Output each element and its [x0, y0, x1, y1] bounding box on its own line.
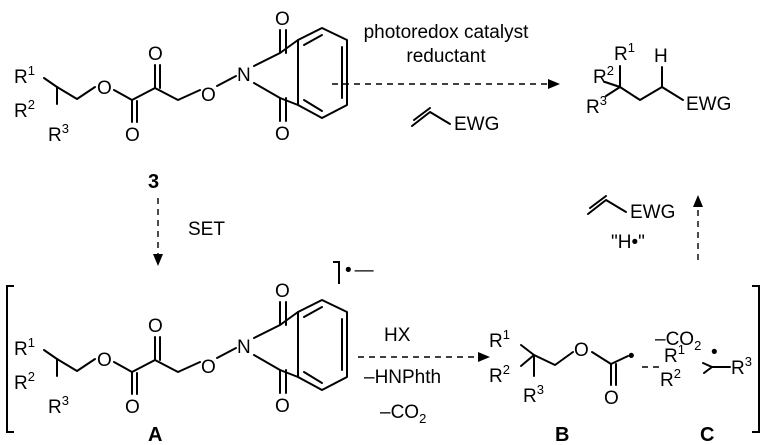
c3-r2: R2: [14, 97, 35, 122]
intermediate-a: R1 R2 R3 O O O O N O O •— A: [14, 260, 374, 445]
b-ester-oxygen: O: [574, 340, 589, 361]
c3-ester-oxygen: O: [97, 78, 112, 99]
compound-3: R1 R2 R3 O O O O N O O 3: [14, 9, 348, 193]
c3-r3: R3: [48, 121, 69, 146]
reagent-minus-co2-b: –CO2: [655, 329, 701, 353]
b-r1: R1: [489, 327, 510, 352]
set-arrow: SET: [153, 198, 225, 266]
condition-photoredox-catalyst: photoredox catalyst: [364, 22, 529, 43]
c3-carbonyl-oxygen-1: O: [125, 125, 140, 146]
c-r3: R3: [731, 354, 752, 379]
arrow-a-to-b: HX –HNPhth –CO2: [358, 325, 490, 426]
arrow-c-to-product: EWG "H•": [587, 195, 703, 260]
reagent-minus-hnphth: –HNPhth: [364, 367, 441, 388]
c3-imide-oxygen-1: O: [275, 9, 290, 30]
intermediate-c: R1 R2 • R3 C: [660, 342, 752, 445]
a-carbonyl-oxygen-2: O: [148, 316, 163, 337]
top-reaction-arrow: photoredox catalyst reductant EWG: [332, 22, 560, 135]
a-carbonyl-oxygen-1: O: [125, 397, 140, 418]
product-ewg: EWG: [686, 94, 731, 115]
c3-imide-oxygen-2: O: [275, 124, 290, 145]
product-r1: R1: [614, 40, 635, 65]
a-ester-oxygen: O: [97, 350, 112, 371]
a-nitrogen: N: [237, 337, 251, 358]
a-r1: R1: [14, 335, 35, 360]
c-radical: •: [711, 342, 718, 363]
a-imide-oxygen-2: O: [275, 396, 290, 417]
a-imide-oxygen-1: O: [275, 281, 290, 302]
a-r2: R2: [14, 369, 35, 394]
b-carbonyl-oxygen: O: [604, 388, 619, 409]
a-r3: R3: [48, 393, 69, 418]
c-r1: R1: [664, 342, 685, 367]
compound-3-label: 3: [148, 171, 159, 193]
mechanism-brackets: [6, 285, 760, 433]
b-r3: R3: [523, 382, 544, 407]
c3-carbonyl-oxygen-2: O: [148, 44, 163, 65]
set-label: SET: [188, 219, 225, 240]
c3-nitrogen: N: [237, 65, 251, 86]
alkene-ewg-label-top: EWG: [454, 114, 499, 135]
reagent-minus-co2-a: –CO2: [380, 402, 426, 426]
a-radical-anion-charge: •—: [345, 260, 374, 281]
h-atom-source: "H•": [611, 232, 645, 253]
c3-n-oxygen: O: [201, 85, 216, 106]
alkene-ewg-label-right: EWG: [630, 202, 675, 223]
c3-r1: R1: [14, 63, 35, 88]
c-r2: R2: [660, 366, 681, 391]
product-r3: R3: [586, 93, 607, 118]
intermediate-b-label: B: [555, 424, 569, 445]
intermediate-a-label: A: [148, 424, 162, 445]
reagent-hx: HX: [384, 325, 411, 346]
product: R2 R1 R3 H EWG: [586, 40, 731, 118]
arrow-b-to-c: –CO2: [642, 329, 701, 368]
b-r2: R2: [489, 362, 510, 387]
condition-reductant: reductant: [406, 46, 486, 67]
intermediate-c-label: C: [700, 424, 714, 445]
product-r2: R2: [593, 63, 614, 88]
b-radical: •: [628, 346, 635, 367]
product-hydrogen: H: [654, 46, 668, 67]
intermediate-b: R1 R2 R3 O O • B: [489, 327, 635, 445]
a-n-oxygen: O: [201, 357, 216, 378]
